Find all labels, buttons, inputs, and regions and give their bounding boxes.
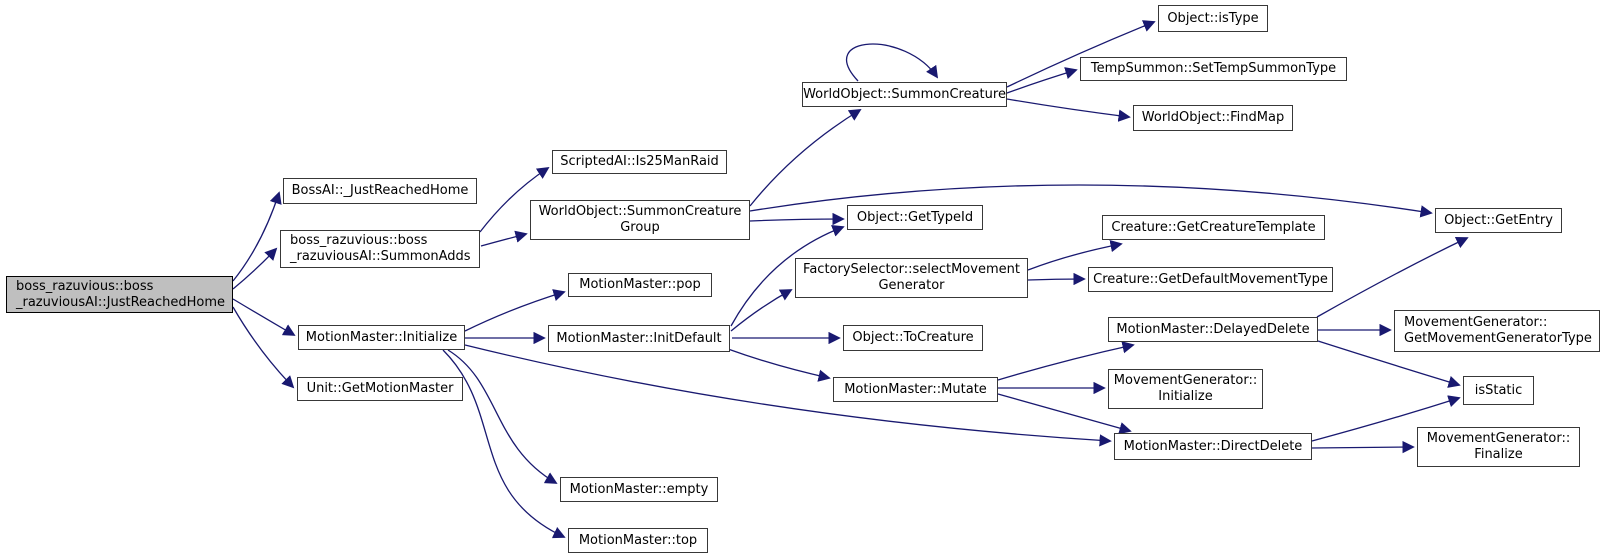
- node-label: BossAI::_JustReachedHome: [291, 183, 469, 198]
- node-mg_initialize[interactable]: MovementGenerator::Initialize: [1108, 369, 1263, 409]
- node-label: Finalize: [1474, 447, 1523, 462]
- node-label: Unit::GetMotionMaster: [306, 381, 454, 396]
- edge-jrh-to-mm_initialize: [232, 298, 296, 336]
- node-set_temp_summon_type[interactable]: TempSummon::SetTempSummonType: [1080, 57, 1347, 81]
- node-label: WorldObject::SummonCreature: [803, 86, 1006, 102]
- node-label: MotionMaster::empty: [569, 481, 709, 497]
- edge-jrh-to-summon_adds: [232, 247, 278, 290]
- node-label: Initialize: [1158, 389, 1213, 404]
- node-label: MovementGenerator::: [1404, 315, 1548, 330]
- node-label: TempSummon::SetTempSummonType: [1090, 61, 1337, 76]
- node-label: Creature::GetCreatureTemplate: [1111, 219, 1316, 235]
- node-label: MotionMaster::Mutate: [844, 381, 987, 397]
- node-mg_finalize[interactable]: MovementGenerator::Finalize: [1417, 427, 1580, 467]
- node-label: Object::isType: [1167, 10, 1259, 26]
- edge-direct_delete-to-is_static: [1311, 395, 1461, 442]
- edge-mm_initialize-to-direct_delete: [464, 344, 1112, 447]
- node-label: ScriptedAI::Is25ManRaid: [560, 154, 719, 169]
- edge-mm_initialize-to-mm_pop: [464, 289, 566, 332]
- edge-init_default-to-mutate: [727, 348, 831, 382]
- node-summon_adds[interactable]: boss_razuvious::boss_razuviousAI::Summon…: [280, 230, 480, 268]
- edge-summon_creature_group-to-get_entry: [749, 184, 1433, 218]
- node-get_creature_template[interactable]: Creature::GetCreatureTemplate: [1102, 215, 1325, 240]
- node-find_map[interactable]: WorldObject::FindMap: [1133, 105, 1293, 131]
- node-is25manraid[interactable]: ScriptedAI::Is25ManRaid: [552, 150, 727, 174]
- node-jrh[interactable]: boss_razuvious::boss_razuviousAI::JustRe…: [6, 276, 233, 313]
- node-label: Generator: [878, 278, 945, 293]
- node-label: WorldObject::SummonCreature: [538, 204, 742, 219]
- edge-summon_creature-to-summon_creature: [845, 43, 939, 82]
- node-label: MotionMaster::DirectDelete: [1123, 438, 1303, 454]
- node-label: _razuviousAI::SummonAdds: [290, 249, 471, 264]
- node-get_entry[interactable]: Object::GetEntry: [1435, 208, 1562, 233]
- node-delayed_delete[interactable]: MotionMaster::DelayedDelete: [1108, 317, 1318, 342]
- node-label: FactorySelector::selectMovement: [803, 262, 1020, 277]
- edge-mutate-to-delayed_delete: [997, 341, 1135, 381]
- node-init_default[interactable]: MotionMaster::InitDefault: [548, 325, 730, 352]
- edge-summon_creature-to-set_temp_summon_type: [1006, 67, 1078, 94]
- edge-delayed_delete-to-get_entry: [1316, 236, 1469, 318]
- node-label: Object::GetTypeId: [856, 209, 974, 225]
- edge-mutate-to-direct_delete: [997, 393, 1132, 435]
- node-label: Creature::GetDefaultMovementType: [1093, 271, 1328, 287]
- edge-summon_adds-to-is25manraid: [479, 166, 550, 233]
- edge-summon_creature_group-to-summon_creature: [749, 109, 862, 207]
- node-label: GetMovementGeneratorType: [1404, 331, 1592, 346]
- node-mm_top[interactable]: MotionMaster::top: [568, 528, 708, 553]
- node-label: boss_razuvious::boss: [16, 278, 154, 294]
- node-label: MotionMaster::DelayedDelete: [1116, 321, 1310, 337]
- node-get_motion_master[interactable]: Unit::GetMotionMaster: [297, 377, 463, 401]
- node-to_creature[interactable]: Object::ToCreature: [843, 325, 983, 351]
- edge-jrh-to-bossai_jrh: [232, 191, 282, 282]
- node-label: boss_razuvious::boss: [290, 233, 428, 248]
- edge-mm_initialize-to-mm_top: [442, 349, 566, 539]
- edge-factory_selector-to-get_default_movement_type: [1027, 272, 1086, 286]
- node-bossai_jrh[interactable]: BossAI::_JustReachedHome: [283, 178, 477, 204]
- node-summon_creature[interactable]: WorldObject::SummonCreature: [802, 82, 1007, 107]
- node-label: MotionMaster::InitDefault: [556, 330, 722, 346]
- node-mm_pop[interactable]: MotionMaster::pop: [568, 273, 712, 297]
- node-label: _razuviousAI::JustReachedHome: [16, 294, 226, 310]
- edge-summon_creature-to-is_type: [1006, 20, 1156, 88]
- node-get_movement_generator_type[interactable]: MovementGenerator::GetMovementGeneratorT…: [1394, 310, 1600, 352]
- node-label: MotionMaster::Initialize: [305, 329, 458, 345]
- edge-delayed_delete-to-is_static: [1317, 340, 1461, 388]
- node-get_default_movement_type[interactable]: Creature::GetDefaultMovementType: [1088, 267, 1333, 292]
- edge-summon_creature_group-to-get_type_id: [749, 212, 845, 226]
- edge-factory_selector-to-get_creature_template: [1027, 239, 1123, 271]
- node-direct_delete[interactable]: MotionMaster::DirectDelete: [1114, 433, 1312, 460]
- node-mm_initialize[interactable]: MotionMaster::Initialize: [298, 325, 465, 350]
- edge-summon_creature-to-find_map: [1006, 98, 1131, 122]
- node-mm_empty[interactable]: MotionMaster::empty: [560, 477, 718, 502]
- node-label: MotionMaster::pop: [579, 277, 701, 292]
- node-mutate[interactable]: MotionMaster::Mutate: [833, 377, 998, 402]
- edge-summon_adds-to-summon_creature_group: [480, 230, 528, 247]
- node-label: Group: [620, 220, 660, 235]
- node-label: MotionMaster::top: [578, 532, 698, 548]
- edge-mm_initialize-to-mm_empty: [447, 349, 558, 484]
- node-label: Object::ToCreature: [852, 330, 974, 345]
- edge-direct_delete-to-mg_finalize: [1311, 440, 1415, 454]
- edge-init_default-to-get_type_id: [730, 224, 845, 327]
- node-is_type[interactable]: Object::isType: [1158, 5, 1268, 32]
- node-label: Object::GetEntry: [1444, 212, 1553, 228]
- edge-init_default-to-factory_selector: [730, 289, 793, 332]
- node-label: MovementGenerator::: [1113, 373, 1258, 388]
- node-get_type_id[interactable]: Object::GetTypeId: [847, 205, 983, 230]
- node-label: WorldObject::FindMap: [1141, 110, 1285, 125]
- node-label: isStatic: [1474, 382, 1523, 398]
- node-is_static[interactable]: isStatic: [1463, 376, 1534, 405]
- node-label: MovementGenerator::: [1426, 431, 1571, 446]
- edge-jrh-to-get_motion_master: [232, 306, 295, 389]
